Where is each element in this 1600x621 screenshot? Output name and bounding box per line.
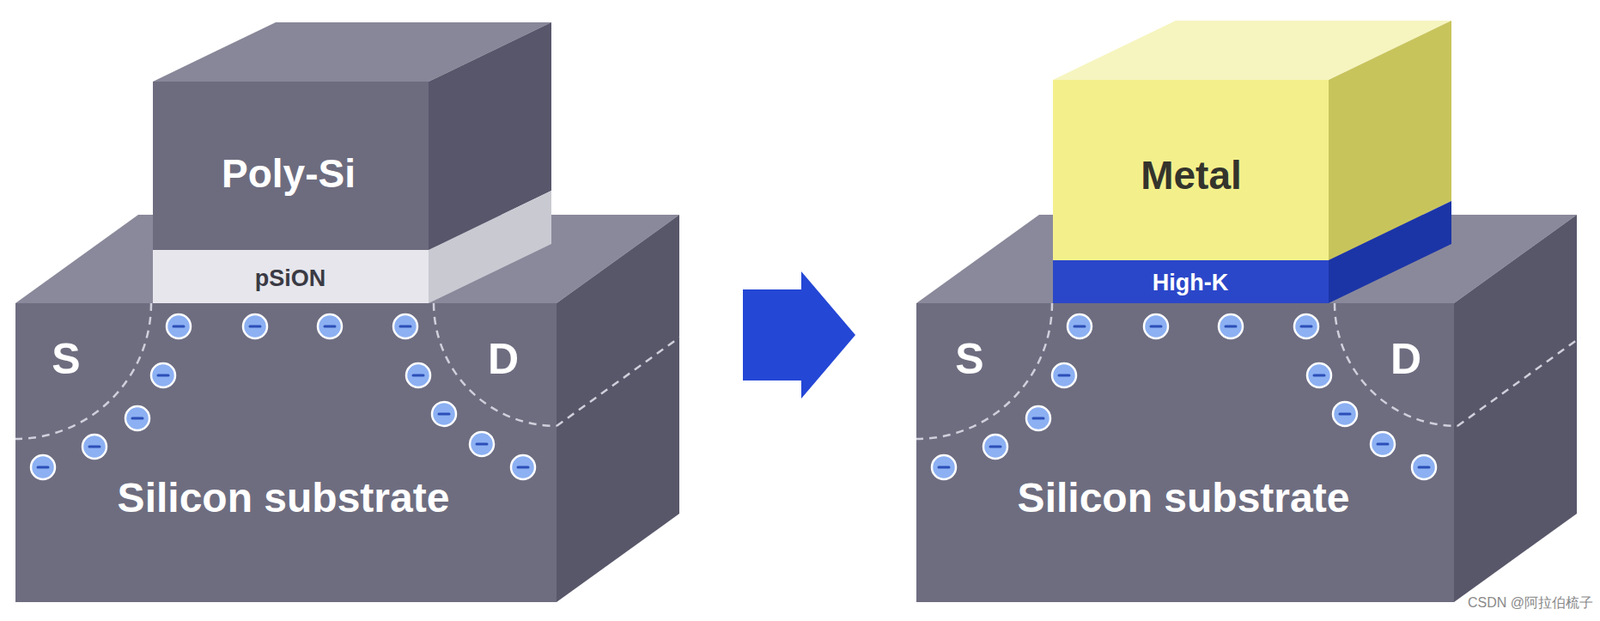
poly-gate xyxy=(152,22,552,304)
gate-label: Metal xyxy=(1140,155,1242,195)
dielectric-side xyxy=(1328,200,1452,304)
substrate-box: S D Silicon substrate xyxy=(916,303,1454,603)
channel-electrons xyxy=(15,303,680,480)
dielectric-label: High-K xyxy=(1152,271,1229,295)
substrate-block xyxy=(916,214,1577,603)
substrate-label: Silicon substrate xyxy=(1017,477,1351,519)
channel-electrons xyxy=(916,303,1581,480)
substrate-side xyxy=(556,214,680,603)
gate-box: Metal xyxy=(1052,79,1329,261)
oxide-layer: pSiON xyxy=(152,249,429,304)
gate-label: Poly-Si xyxy=(221,153,356,194)
substrate-side xyxy=(1453,214,1577,603)
gate-front xyxy=(152,81,429,250)
substrate-block xyxy=(15,214,680,603)
drain-label: D xyxy=(1390,337,1422,381)
gate-box: Poly-Si xyxy=(152,81,429,250)
oxide-side xyxy=(428,190,552,304)
process-arrow xyxy=(742,271,856,399)
drain-label: D xyxy=(487,337,519,381)
substrate-label: Silicon substrate xyxy=(117,477,451,519)
watermark: CSDN @阿拉伯梳子 xyxy=(1467,594,1594,613)
source-label: S xyxy=(955,337,984,381)
gate-front xyxy=(1052,79,1329,261)
oxide-label: pSiON xyxy=(255,267,327,291)
source-label: S xyxy=(51,337,80,381)
substrate-box: S D Silicon substrate xyxy=(15,303,557,603)
dielectric-layer: High-K xyxy=(1052,260,1329,304)
metal-gate xyxy=(1052,20,1452,304)
dielectric-front xyxy=(1052,260,1329,304)
oxide-front xyxy=(152,249,429,304)
